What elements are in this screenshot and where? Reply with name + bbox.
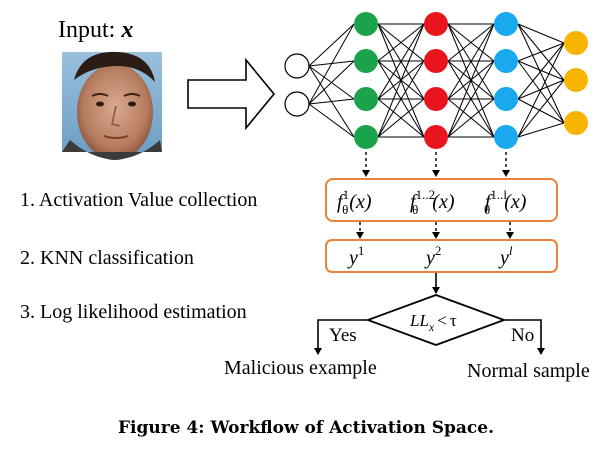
network-edge <box>517 42 565 62</box>
network-edge <box>308 60 355 105</box>
network-edge <box>517 98 565 124</box>
neuron-hidden1-1 <box>354 12 378 36</box>
input-label-prefix: Input: <box>58 17 121 43</box>
step-2-label: 2. KNN classification <box>20 247 194 269</box>
layer-to-activation-arrows <box>362 152 510 177</box>
neuron-hidden3-2 <box>494 49 518 73</box>
neuron-hidden2-1 <box>424 12 448 36</box>
network-edge <box>308 103 355 138</box>
neuron-hidden3-4 <box>494 125 518 149</box>
yes-outcome: Malicious example <box>224 357 377 379</box>
network-edge <box>517 42 565 138</box>
network-edges <box>308 23 565 138</box>
knn-item-3: yl <box>498 243 513 269</box>
neuron-output-2 <box>564 68 588 92</box>
no-outcome: Normal sample <box>467 360 590 382</box>
network-edge <box>517 23 565 44</box>
neuron-hidden1-2 <box>354 49 378 73</box>
decision-condition: LLx<τ <box>409 311 457 334</box>
input-label: Input: x <box>58 17 133 43</box>
no-branch: No Normal sample <box>467 319 590 382</box>
neuron-hidden3-1 <box>494 12 518 36</box>
network-edge <box>377 23 425 62</box>
network-edge <box>447 23 495 62</box>
neuron-hidden2-2 <box>424 49 448 73</box>
neuron-input-2 <box>284 91 310 117</box>
step-1-label: 1. Activation Value collection <box>20 189 257 211</box>
network-edge <box>447 98 495 138</box>
network-nodes <box>284 12 588 149</box>
yes-branch: Yes Malicious example <box>224 319 377 379</box>
no-label: No <box>511 325 534 346</box>
network-edge <box>308 23 355 67</box>
input-face-photo <box>62 51 162 160</box>
network-edge <box>377 60 425 138</box>
input-label-var: x <box>120 17 133 43</box>
knn-item-2: y2 <box>424 243 441 269</box>
network-edge <box>377 23 425 138</box>
decision-diamond: LLx<τ <box>365 294 507 346</box>
neuron-output-1 <box>564 31 588 55</box>
network-edge <box>447 60 495 138</box>
activation-to-knn-arrows <box>356 222 514 239</box>
neuron-output-3 <box>564 111 588 135</box>
knn-item-1: y1 <box>347 243 364 269</box>
step-3-label: 3. Log likelihood estimation <box>20 301 247 323</box>
yes-label: Yes <box>329 325 357 346</box>
network-edge <box>308 23 355 105</box>
input-to-network-arrow <box>187 57 276 131</box>
neuron-input-1 <box>284 53 310 79</box>
network-edge <box>517 42 565 100</box>
network-edge <box>447 23 495 138</box>
network-edge <box>517 122 565 138</box>
neuron-hidden1-3 <box>354 87 378 111</box>
network-edge <box>517 60 565 124</box>
network-edge <box>377 98 425 138</box>
neuron-hidden2-3 <box>424 87 448 111</box>
neuron-hidden3-3 <box>494 87 518 111</box>
network-edge <box>447 23 495 100</box>
network-edge <box>308 98 355 105</box>
knn-box: y1 y2 yl <box>325 239 558 273</box>
network-edge <box>517 23 565 124</box>
figure-caption: Figure 4: Workflow of Activation Space. <box>118 418 494 438</box>
neuron-hidden2-4 <box>424 125 448 149</box>
neuron-hidden1-4 <box>354 125 378 149</box>
network-edge <box>377 23 425 100</box>
network-edge <box>517 79 565 138</box>
